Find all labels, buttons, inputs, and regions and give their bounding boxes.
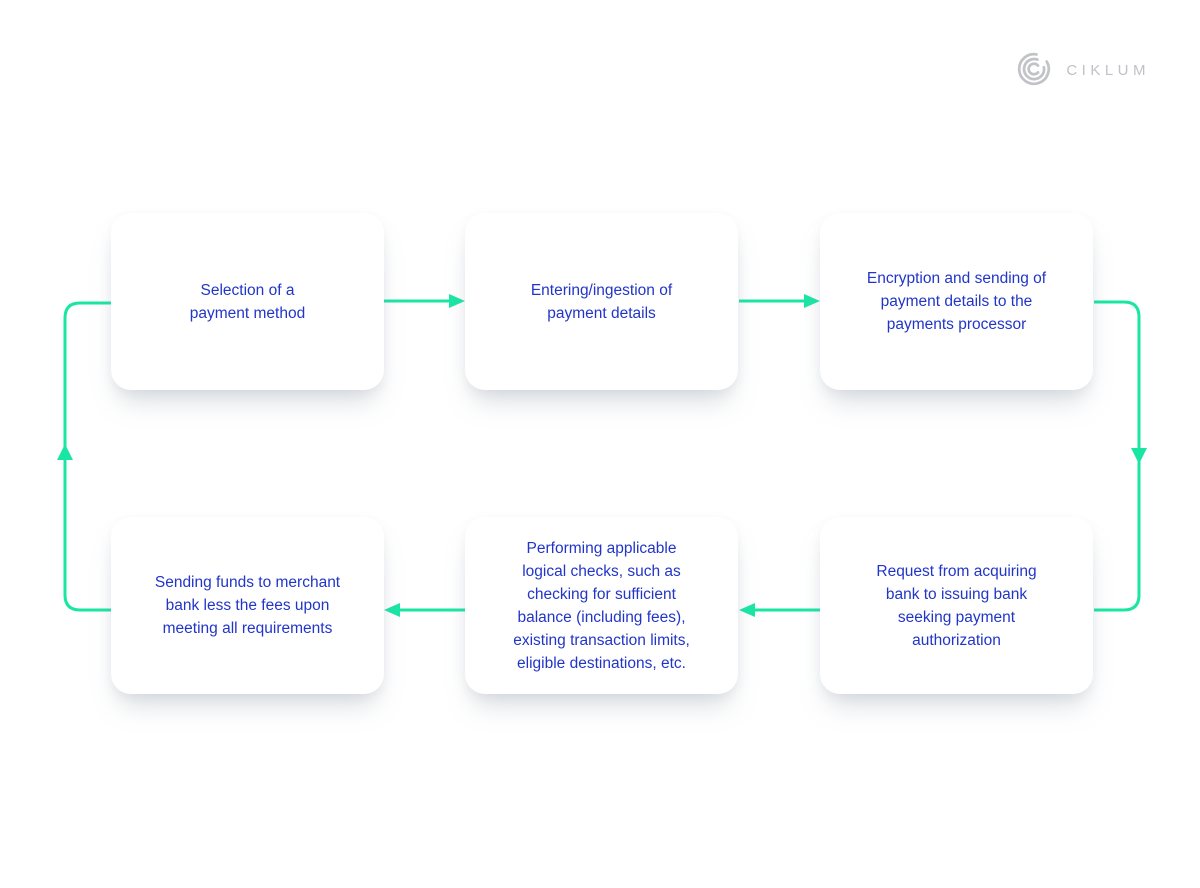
- arrow-step5-to-step6: [384, 603, 465, 617]
- flow-step-2: Entering/ingestion of payment details: [465, 213, 738, 390]
- flow-step-5: Performing applicable logical checks, su…: [465, 517, 738, 694]
- flow-step-4: Request from acquiring bank to issuing b…: [820, 517, 1093, 694]
- flow-step-5-label: Performing applicable logical checks, su…: [513, 539, 690, 672]
- ciklum-logo: CIKLUM: [1015, 50, 1150, 88]
- arrow-step2-to-step3: [739, 294, 820, 308]
- arrow-step4-to-step5: [739, 603, 820, 617]
- brand-name: CIKLUM: [1066, 61, 1150, 79]
- flow-step-2-label: Entering/ingestion of payment details: [530, 281, 673, 322]
- flow-step-4-label: Request from acquiring bank to issuing b…: [876, 562, 1037, 649]
- arrow-step3-to-step4: [1094, 300, 1147, 612]
- flow-step-3: Encryption and sending of payment detail…: [820, 213, 1093, 390]
- flow-step-6-label: Sending funds to merchant bank less the …: [154, 574, 341, 637]
- arrow-step6-to-step1: [57, 301, 111, 612]
- flow-step-3-label: Encryption and sending of payment detail…: [866, 270, 1047, 333]
- flow-step-1: Selection of a payment method: [111, 213, 384, 390]
- flow-step-1-label: Selection of a payment method: [189, 281, 306, 322]
- ciklum-arcs-icon: [1018, 52, 1051, 86]
- arrow-step1-to-step2: [384, 294, 465, 308]
- flow-step-6: Sending funds to merchant bank less the …: [111, 517, 384, 694]
